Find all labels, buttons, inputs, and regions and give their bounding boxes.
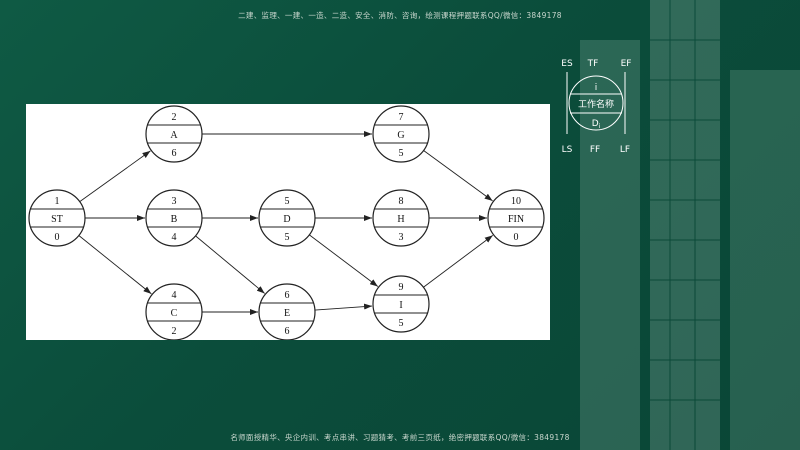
arrow-g-to-fin (423, 150, 493, 202)
node-work-name: B (171, 214, 178, 225)
legend-es: ES (561, 59, 573, 69)
node-circle (145, 105, 203, 163)
legend-lf: LF (620, 145, 630, 155)
legend-tf: TF (587, 59, 599, 69)
legend-ls: LS (562, 145, 573, 155)
node-a: 2A 6 (145, 105, 203, 163)
arrow-b-to-e (195, 235, 265, 294)
legend-ef: EF (621, 59, 632, 69)
node-circle (487, 189, 545, 247)
node-i: 9I 5 (372, 275, 430, 333)
node-id: 6 (285, 290, 290, 301)
node-id: 4 (172, 290, 177, 301)
node-id: 7 (399, 112, 404, 123)
node-duration: 5 (399, 318, 404, 329)
node-id: 5 (285, 196, 290, 207)
node-id: 3 (172, 196, 177, 207)
node-duration: 3 (399, 232, 404, 243)
arrow-e-to-i (314, 303, 373, 311)
node-work-name: I (399, 300, 402, 311)
svg-text:Di: Di (592, 119, 601, 130)
arrow-i-to-fin (423, 235, 494, 288)
node-circle (145, 189, 203, 247)
node-d: 5D5 (258, 189, 316, 247)
node-work-name: ST (51, 214, 63, 225)
node-circle (28, 189, 86, 247)
node-duration: 0 (514, 232, 519, 243)
node-circle (372, 189, 430, 247)
arrow-d-to-i (309, 234, 379, 287)
node-legend: ES TF EF i 工作名称 Di LS FF LF (561, 59, 632, 155)
node-circle (258, 189, 316, 247)
node-work-name: G (397, 130, 404, 141)
node-g: 7G 5 (372, 105, 430, 163)
node-work-name: C (171, 308, 178, 319)
node-work-name: A (170, 130, 178, 141)
node-duration: 6 (285, 326, 290, 337)
legend-node-circle (568, 75, 624, 131)
node-id: 9 (399, 282, 404, 293)
arrow-st-to-c (78, 235, 152, 295)
arrow-st-to-a (79, 150, 151, 203)
node-duration: 6 (172, 148, 177, 159)
node-duration: 5 (399, 148, 404, 159)
node-work-name: FIN (508, 214, 524, 225)
node-id: 10 (511, 196, 521, 207)
legend-node-id: i (595, 83, 598, 93)
legend-work-name: 工作名称 (578, 98, 614, 110)
node-work-name: D (283, 214, 290, 225)
node-id: 8 (399, 196, 404, 207)
node-circle (372, 105, 430, 163)
node-h: 8H 3 (372, 189, 430, 247)
bottom-watermark-banner: 名师面授精华、央企内训、考点串讲、习题猜考、考前三页纸，绝密押题联系QQ/微信：… (230, 433, 570, 442)
node-id: 1 (55, 196, 60, 207)
legend-duration: D (592, 119, 599, 129)
node-st: 1ST 0 (28, 189, 86, 247)
node-circle (372, 275, 430, 333)
building-backdrop (580, 0, 800, 450)
node-b: 3B 4 (145, 189, 203, 247)
legend-ff: FF (590, 145, 600, 155)
node-id: 2 (172, 112, 177, 123)
node-duration: 2 (172, 326, 177, 337)
node-duration: 0 (55, 232, 60, 243)
node-work-name: H (397, 214, 404, 225)
node-duration: 5 (285, 232, 290, 243)
node-c: 4C 2 (145, 283, 203, 341)
top-watermark-banner: 二建、监理、一建、一造、二造、安全、消防、咨询，绘测课程押题联系QQ/微信：38… (238, 11, 562, 20)
node-e: 6E6 (258, 283, 316, 341)
node-duration: 4 (172, 232, 177, 243)
node-work-name: E (284, 308, 290, 319)
